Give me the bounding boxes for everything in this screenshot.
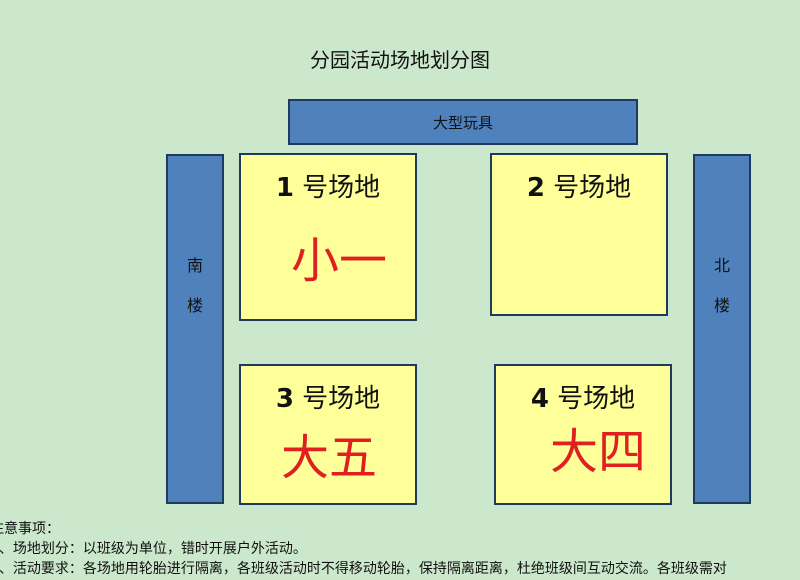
large-toys-area: 大型玩具: [288, 99, 638, 145]
field-4-class: 大四: [550, 424, 647, 480]
field-3-class: 大五: [281, 430, 378, 486]
notes-item-1: 1、场地划分：以班级为单位，错时开展户外活动。: [0, 541, 307, 557]
field-3: 3 号场地 大五: [239, 364, 417, 505]
field-2-label: 2 号场地: [492, 167, 666, 204]
large-toys-label: 大型玩具: [432, 113, 493, 132]
south-building-label-1: 南: [186, 256, 203, 275]
north-building-label-2: 楼: [713, 296, 730, 315]
north-building: 北 楼: [693, 154, 751, 504]
notes: 注意事项： 1、场地划分：以班级为单位，错时开展户外活动。 2、活动要求：各场地…: [0, 519, 800, 579]
north-building-label-1: 北: [713, 256, 730, 275]
field-2-number: 2: [526, 173, 545, 203]
south-building-label-2: 楼: [186, 296, 203, 315]
notes-heading: 注意事项：: [0, 521, 60, 537]
field-4-number: 4: [530, 384, 549, 414]
field-1-number: 1: [275, 173, 294, 203]
diagram-title: 分园活动场地划分图: [310, 48, 490, 72]
field-4-name: 号场地: [557, 384, 636, 414]
field-4: 4 号场地 大四: [494, 364, 672, 505]
field-3-label: 3 号场地: [241, 378, 415, 415]
field-1: 1 号场地 小一: [239, 153, 417, 321]
south-building: 南 楼: [166, 154, 224, 504]
field-2-name: 号场地: [553, 173, 632, 203]
field-3-name: 号场地: [302, 384, 381, 414]
field-4-label: 4 号场地: [496, 378, 670, 415]
field-2: 2 号场地: [490, 153, 668, 316]
field-1-label: 1 号场地: [241, 167, 415, 204]
field-1-class: 小一: [291, 233, 388, 289]
field-3-number: 3: [275, 384, 294, 414]
notes-item-2: 2、活动要求：各场地用轮胎进行隔离，各班级活动时不得移动轮胎，保持隔离距离，杜绝…: [0, 561, 727, 577]
field-1-name: 号场地: [302, 173, 381, 203]
